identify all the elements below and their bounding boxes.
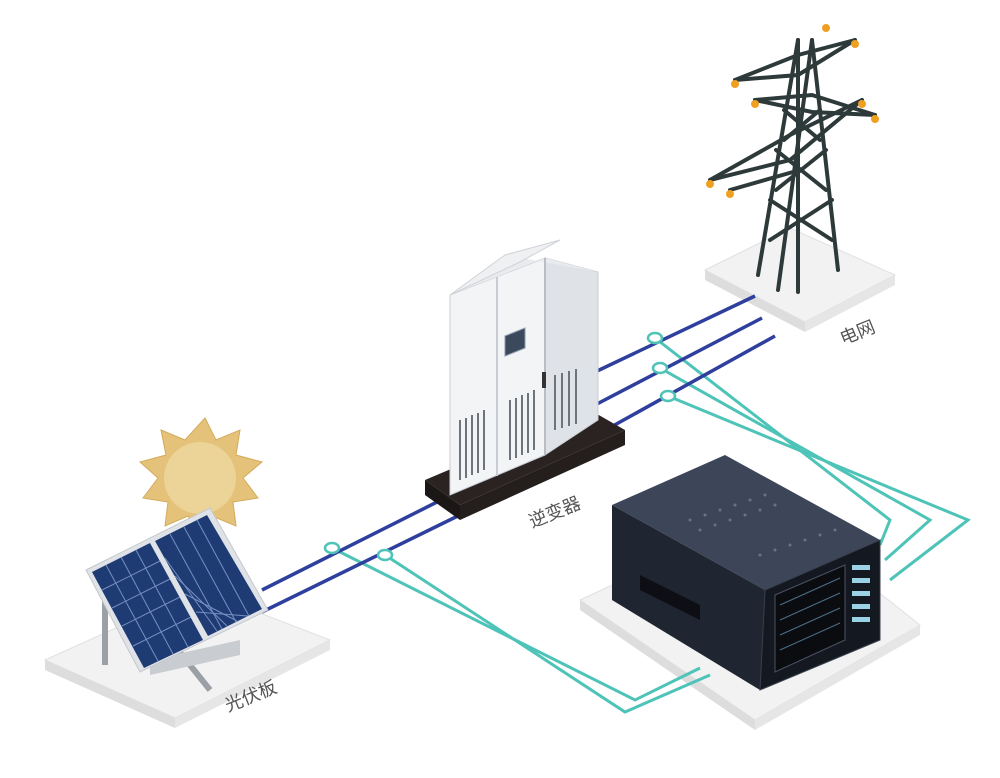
measurement-wiring (331, 336, 971, 714)
insulators (706, 24, 879, 198)
transmission-tower-icon (708, 38, 877, 294)
clamp-2 (376, 548, 394, 562)
current-clamps (323, 331, 677, 562)
clamp-4 (651, 361, 669, 375)
grid-label: 电网 (837, 317, 878, 350)
power-analyzer-icon (612, 455, 881, 691)
power-wiring (261, 294, 776, 614)
sun-icon (138, 417, 264, 540)
inverter-label: 逆变器 (526, 493, 584, 533)
solar-panel-icon (85, 507, 269, 692)
clamp-1 (323, 541, 341, 555)
inverter-cabinet-icon (425, 239, 625, 520)
clamp-5 (659, 389, 677, 403)
clamp-3 (646, 331, 664, 345)
